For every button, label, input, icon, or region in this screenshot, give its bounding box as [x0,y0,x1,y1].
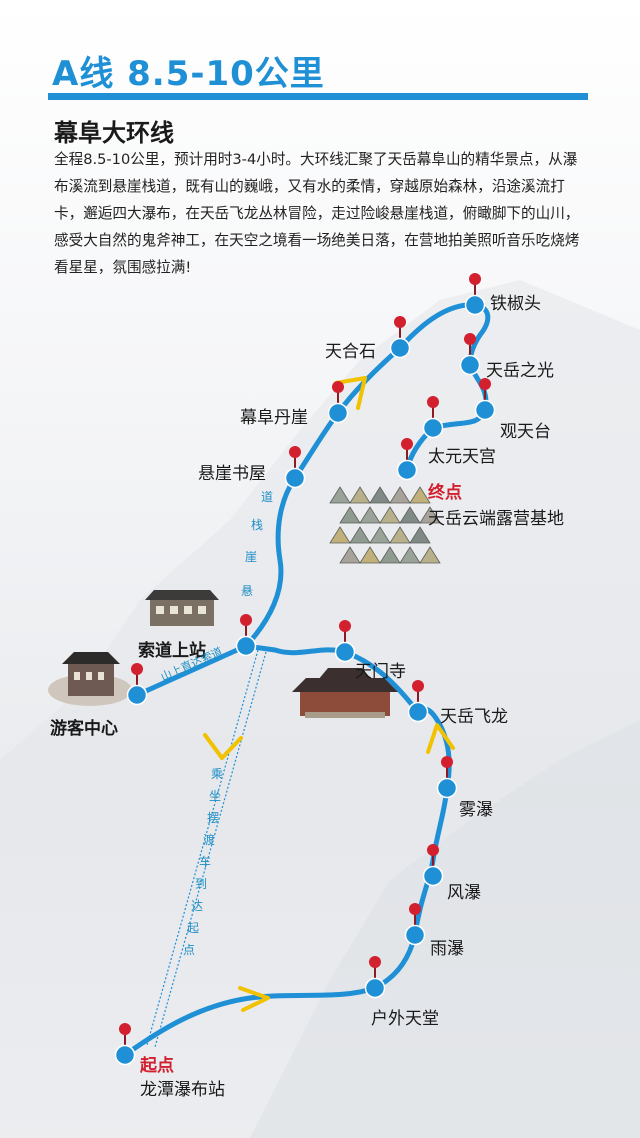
location-pin-icon [427,844,439,856]
stop-node-tianhe[interactable] [389,337,411,359]
shuttle-path [146,649,259,1046]
stop-node-suodao[interactable] [235,635,257,657]
stop-label-longtan: 龙潭瀑布站 [140,1080,225,1100]
arrow-icon [203,733,243,760]
location-pin-icon [369,956,381,968]
tent-icon [329,486,351,504]
tent-icon [389,526,411,544]
tent-icon [399,506,421,524]
tent-icon [339,546,361,564]
stop-node-camp[interactable] [396,459,418,481]
shuttle-label: 乘 坐 摆 渡 车 到 达 起 点 [182,767,223,957]
tent-icon [329,526,351,544]
stop-node-longtan[interactable] [114,1044,136,1066]
stop-label-youke: 游客中心 [50,719,118,739]
cliff-road-label: 道 栈 崖 悬 [240,490,273,598]
stop-label-tianmen: 天门寺 [355,662,406,682]
title-underline [48,93,588,100]
visitor-center-icon [48,652,132,706]
location-pin-icon [401,438,413,450]
stop-node-youke[interactable] [126,684,148,706]
temple-icon [292,668,398,718]
stop-node-huwai[interactable] [364,977,386,999]
stop-label-tiechu: 铁椒头 [490,294,541,314]
cableway-line [134,643,249,698]
tent-icon [399,546,421,564]
stop-label-wupu: 雾瀑 [459,800,493,820]
end-marker-label: 终点 [428,483,462,503]
tent-icon [409,486,431,504]
route-description: 全程8.5-10公里，预计用时3-4小时。大环线汇聚了天岳幕阜山的精华景点，从瀑… [54,151,580,276]
stop-node-wupu[interactable] [436,777,458,799]
tent-icon [379,546,401,564]
route-line [122,302,491,1058]
mountain-shade-2 [250,720,640,1138]
stop-node-yupu[interactable] [404,924,426,946]
location-pin-icon [119,1023,131,1035]
stop-label-tianhe: 天合石 [325,342,376,362]
stop-label-xuanya: 悬崖书屋 [198,464,266,484]
tent-icon [349,486,371,504]
location-pin-icon [394,316,406,328]
tent-icon [419,506,441,524]
stop-label-yupu: 雨瀑 [430,939,464,959]
location-pin-icon [412,680,424,692]
tent-icon [409,526,431,544]
stop-node-taiyuan[interactable] [422,417,444,439]
arrow-icon [334,376,367,410]
stop-node-feilong[interactable] [407,701,429,723]
location-pin-icon [289,446,301,458]
tent-icon [359,546,381,564]
tent-icon [359,506,381,524]
stop-label-taiyuan: 太元天宫 [428,447,496,467]
location-pin-icon [332,381,344,393]
tent-icon [419,546,441,564]
stop-label-huwai: 户外天堂 [371,1009,439,1029]
page-title: A线 8.5-10公里 [52,54,325,94]
stop-label-fengpu: 风瀑 [447,883,481,903]
stop-node-xuanya[interactable] [284,467,306,489]
stop-label-camp: 天岳云端露营基地 [428,509,564,529]
shuttle-path-inner [154,651,267,1048]
location-pin-icon [464,333,476,345]
location-pin-icon [131,663,143,675]
arrow-icon [426,723,455,754]
stop-label-danya: 幕阜丹崖 [240,408,308,428]
stop-label-feilong: 天岳飞龙 [440,707,508,727]
stop-node-fengpu[interactable] [422,865,444,887]
tent-icon [339,506,361,524]
location-pin-icon [339,620,351,632]
stop-node-zhiguang[interactable] [459,354,481,376]
location-pin-icon [427,396,439,408]
location-pin-icon [469,273,481,285]
stop-label-zhiguang: 天岳之光 [486,361,554,381]
tent-icon [349,526,371,544]
location-pin-icon [240,614,252,626]
tent-icon [369,486,391,504]
stop-node-tianmen[interactable] [334,641,356,663]
route-name: 幕阜大环线 [54,119,174,147]
arrow-icon [238,986,270,1012]
tent-icon [389,486,411,504]
tent-icon [369,526,391,544]
stop-nodes [114,273,496,1066]
stop-node-tiechu[interactable] [464,294,486,316]
location-pin-icon [409,903,421,915]
stop-label-suodao: 索道上站 [138,641,206,661]
tent-icon [379,506,401,524]
cableway-station-icon [145,590,219,626]
location-pin-icon [441,756,453,768]
stop-label-guantian: 观天台 [500,422,551,442]
campsite-tents-icon [329,486,441,564]
stop-node-guantian[interactable] [474,399,496,421]
start-marker-label: 起点 [140,1056,174,1076]
stop-node-danya[interactable] [327,402,349,424]
location-pin-icon [479,378,491,390]
